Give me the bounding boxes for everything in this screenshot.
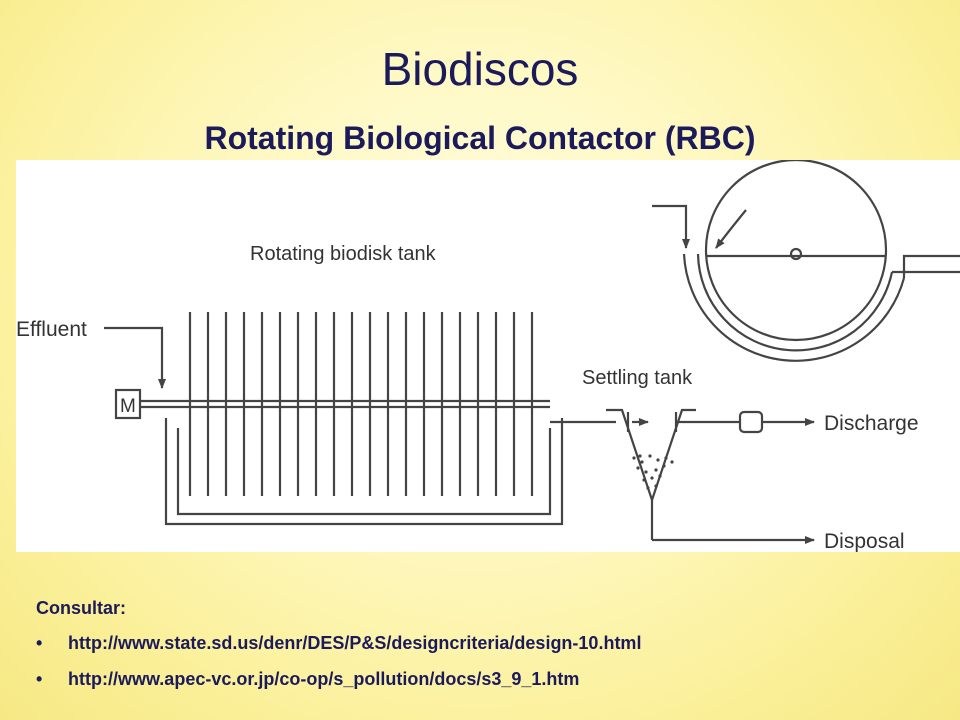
references-section: Consultar: • http://www.state.sd.us/denr…: [36, 598, 936, 704]
rbc-cross-section: [652, 160, 960, 362]
label-effluent: Effluent: [16, 318, 87, 341]
sludge-dot: [662, 464, 666, 468]
sludge-dot: [638, 454, 642, 458]
discharge-line: [676, 410, 815, 434]
motor-box: [114, 388, 142, 420]
sludge-dot: [640, 460, 644, 464]
label-tank: Rotating biodisk tank: [250, 243, 437, 265]
reference-item: • http://www.state.sd.us/denr/DES/P&S/de…: [36, 633, 936, 655]
label-disposal: Disposal: [824, 530, 905, 552]
label-discharge: Discharge: [824, 412, 919, 435]
sludge-dot: [644, 470, 648, 474]
sludge-dot: [658, 474, 662, 478]
sludge-dot: [650, 476, 654, 480]
label-settling: Settling tank: [582, 367, 693, 389]
settling-tank-vessel: [606, 408, 696, 540]
biodisks: [188, 312, 534, 496]
reference-item: • http://www.apec-vc.or.jp/co-op/s_pollu…: [36, 669, 936, 691]
reference-link[interactable]: http://www.state.sd.us/denr/DES/P&S/desi…: [68, 633, 642, 653]
reference-link[interactable]: http://www.apec-vc.or.jp/co-op/s_polluti…: [68, 668, 580, 689]
sludge-dot: [632, 456, 636, 460]
slide-subtitle: Rotating Biological Contactor (RBC): [204, 120, 756, 156]
sludge-dot: [642, 478, 646, 482]
references-list: • http://www.state.sd.us/denr/DES/P&S/de…: [36, 633, 936, 690]
bullet-icon: •: [36, 668, 43, 689]
sludge-dot: [664, 456, 668, 460]
effluent-inlet: [104, 326, 166, 389]
sludge-dot: [654, 484, 658, 488]
sludge-dot: [656, 458, 660, 462]
sludge-dots: [632, 454, 674, 490]
sludge-dot: [646, 486, 650, 490]
biodisk-tank: [164, 418, 616, 526]
label-motor: M: [120, 396, 136, 417]
bullet-icon: •: [36, 633, 43, 653]
sludge-dot: [654, 468, 658, 472]
slide-title: Biodiscos: [381, 43, 579, 95]
rbc-diagram: Rotating biodisk tank Effluent M Settlin…: [16, 160, 960, 552]
sludge-dot: [648, 454, 652, 458]
sludge-dot: [670, 460, 674, 464]
references-heading: Consultar:: [36, 598, 126, 618]
sludge-dot: [636, 466, 640, 470]
